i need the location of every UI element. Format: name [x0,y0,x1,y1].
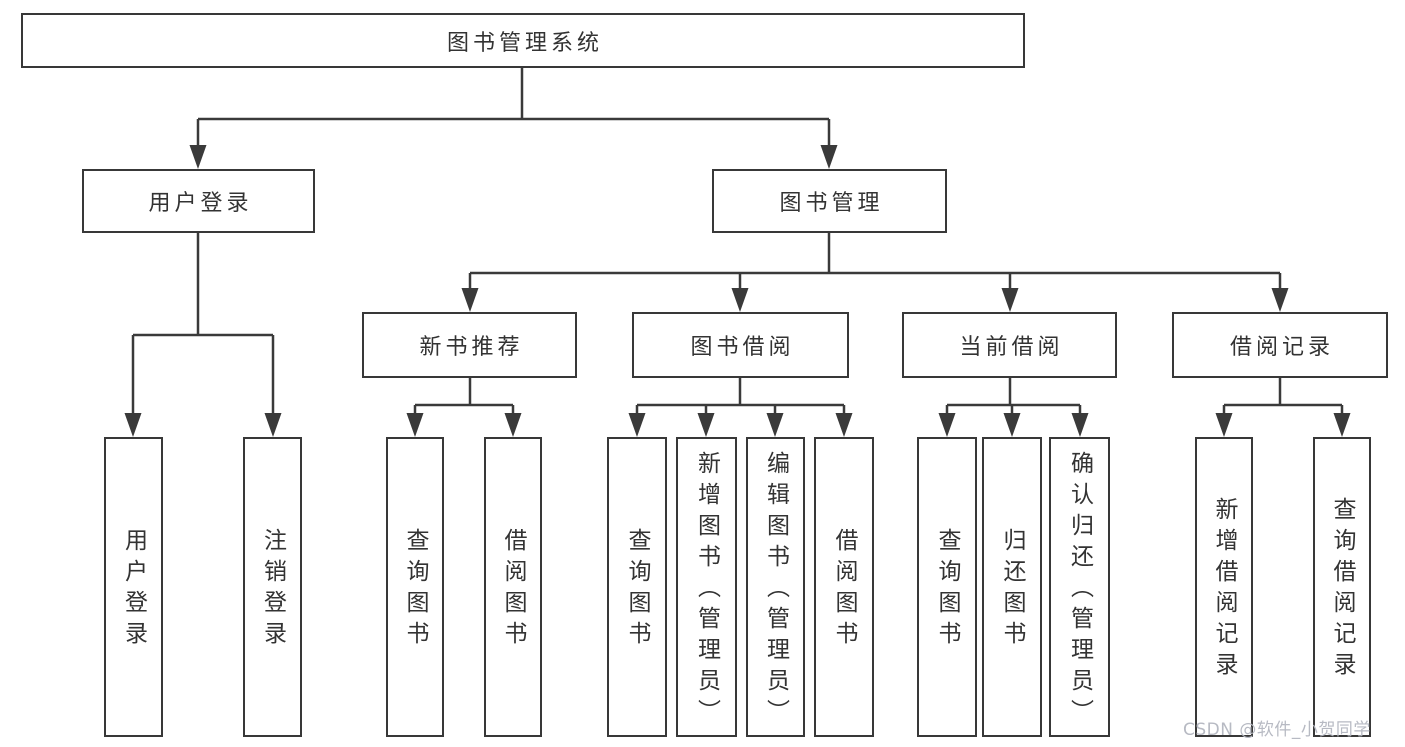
leaf-return-book-label: 归还图书 [999,528,1025,652]
node-new-book-recommend: 新书推荐 [362,312,577,378]
node-book-borrow-label: 图书借阅 [690,335,795,360]
leaf-user-login: 用户登录 [104,437,163,737]
leaf-edit-book-admin-label: 编辑图书（管理员） [762,450,789,730]
node-current-borrow: 当前借阅 [902,312,1117,378]
leaf-logout: 注销登录 [243,437,302,737]
leaf-add-borrow-record: 新增借阅记录 [1195,437,1253,737]
leaf-return-book: 归还图书 [982,437,1042,737]
node-new-book-recommend-label: 新书推荐 [419,335,524,360]
leaf-edit-book-admin: 编辑图书（管理员） [746,437,805,737]
leaf-query-books-borrow: 查询图书 [607,437,667,737]
leaf-confirm-return-admin-label: 确认归还（管理员） [1066,450,1093,730]
node-book-management: 图书管理 [712,169,947,233]
leaf-query-borrow-record-label: 查询借阅记录 [1329,497,1355,683]
leaf-confirm-return-admin: 确认归还（管理员） [1049,437,1110,737]
leaf-user-login-label: 用户登录 [120,528,147,652]
leaf-add-book-admin-label: 新增图书（管理员） [693,450,720,730]
node-current-borrow-label: 当前借阅 [959,335,1064,360]
leaf-query-books-borrow-label: 查询图书 [624,528,650,652]
node-user-login-label: 用户登录 [148,191,253,216]
node-borrow-records: 借阅记录 [1172,312,1388,378]
node-book-management-label: 图书管理 [779,191,884,216]
leaf-query-books-recommend-label: 查询图书 [402,528,428,652]
leaf-query-borrow-record: 查询借阅记录 [1313,437,1371,737]
connector-lines [131,68,1344,417]
leaf-query-books-current: 查询图书 [917,437,977,737]
leaf-query-books-recommend: 查询图书 [386,437,444,737]
leaf-query-books-current-label: 查询图书 [934,528,960,652]
leaf-add-borrow-record-label: 新增借阅记录 [1211,497,1237,683]
leaf-borrow-books: 借阅图书 [814,437,874,737]
node-root-label: 图书管理系统 [446,30,603,56]
leaf-borrow-books-label: 借阅图书 [831,528,857,652]
leaf-logout-label: 注销登录 [259,528,286,652]
arrowheads [124,145,1351,437]
leaf-borrow-books-recommend: 借阅图书 [484,437,542,737]
node-book-borrow: 图书借阅 [632,312,849,378]
watermark: CSDN @软件_小贺同学 [1183,720,1371,740]
node-user-login: 用户登录 [82,169,315,233]
leaf-borrow-books-recommend-label: 借阅图书 [500,528,526,652]
node-root-system: 图书管理系统 [21,13,1025,68]
node-borrow-records-label: 借阅记录 [1229,335,1334,360]
leaf-add-book-admin: 新增图书（管理员） [676,437,737,737]
